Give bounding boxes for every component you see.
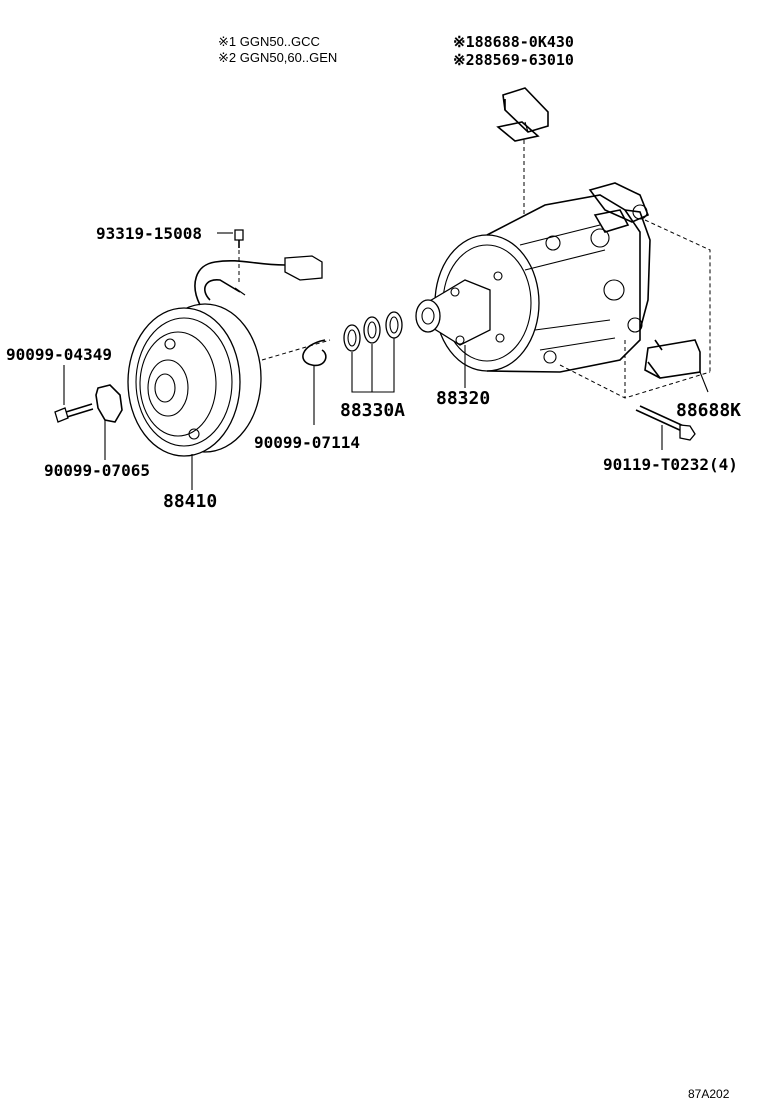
- figure-code: 87A202: [688, 1087, 730, 1101]
- snap-ring-drawing: [302, 339, 327, 367]
- mount-bolt-drawing: [635, 405, 696, 450]
- part-number-bracket-1[interactable]: ※188688-0K430: [453, 33, 574, 51]
- o-rings-drawing: [343, 311, 403, 393]
- part-number-clutch-bolt[interactable]: 90099-04349: [6, 345, 112, 364]
- note-1: ※1 GGN50..GCC: [218, 34, 320, 49]
- top-bracket-drawing: [496, 87, 549, 215]
- shim-drawing: [95, 384, 123, 423]
- part-number-bracket[interactable]: 88688K: [676, 400, 741, 421]
- part-number-clutch-assy[interactable]: 88410: [163, 491, 217, 512]
- part-number-snap-ring[interactable]: 90099-07114: [254, 433, 360, 452]
- part-number-sensor-bolt[interactable]: 93319-15008: [96, 224, 202, 243]
- part-number-compressor[interactable]: 88320: [436, 388, 490, 409]
- part-number-bracket-2[interactable]: ※288569-63010: [453, 51, 574, 69]
- compressor-drawing: [415, 182, 711, 399]
- clutch-pulley-drawing: [127, 255, 331, 490]
- clutch-bolt-drawing: [54, 365, 94, 423]
- note-2: ※2 GGN50,60..GEN: [218, 50, 337, 65]
- part-number-mount-bolt[interactable]: 90119-T0232(4): [603, 455, 738, 474]
- side-bracket-drawing: [644, 339, 709, 393]
- part-number-o-rings[interactable]: 88330A: [340, 400, 405, 421]
- part-number-shim[interactable]: 90099-07065: [44, 461, 150, 480]
- sensor-bolt-drawing: [234, 229, 244, 285]
